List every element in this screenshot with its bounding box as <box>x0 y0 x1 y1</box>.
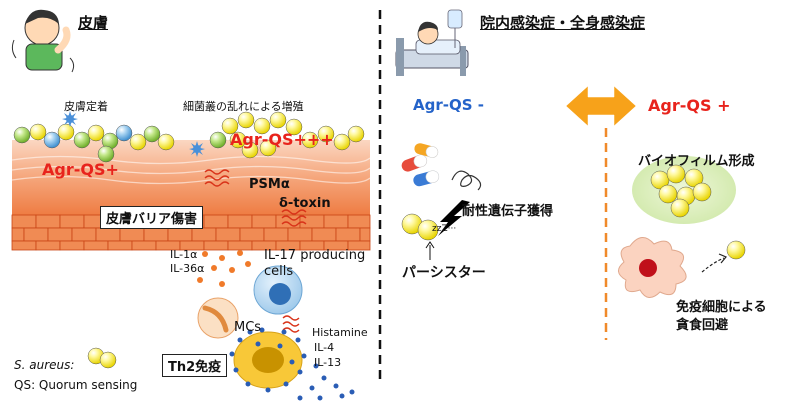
label-persister: パーシスター <box>402 265 486 281</box>
label-il17-cells-1: IL-17 producing <box>264 248 366 263</box>
bacteria-colonization <box>13 111 175 163</box>
label-psm-alpha: PSMα <box>249 177 290 192</box>
label-il1a: IL-1α <box>170 248 198 261</box>
label-biofilm: バイオフィルム形成 <box>638 154 755 169</box>
cytokine-blue-dots <box>229 327 355 401</box>
persister-bacterium <box>401 213 439 241</box>
label-colonization: 皮膚定着 <box>64 100 108 113</box>
th2-cell <box>233 331 303 389</box>
mast-cell <box>197 297 239 339</box>
itchy-person-icon <box>11 9 75 73</box>
black-arrow <box>438 200 470 236</box>
label-il13: IL-13 <box>314 356 342 369</box>
label-il36a: IL-36α <box>170 262 205 275</box>
legend-qs: QS: Quorum sensing <box>14 378 138 392</box>
label-mcs: MCs <box>234 320 262 335</box>
label-agr-qs-plus3: Agr-QS+++ <box>230 130 334 149</box>
label-agr-qs-plus: Agr-QS+ <box>42 160 119 179</box>
label-th2: Th2免疫 <box>162 354 228 377</box>
label-resistance: 耐性遺伝子獲得 <box>462 204 554 219</box>
label-agr-qs-minus: Agr-QS - <box>413 96 484 114</box>
plasmid-icon <box>451 170 482 191</box>
escape-arrow <box>701 257 725 273</box>
antibiotic-pills-icon <box>401 143 440 187</box>
skin-cells <box>11 214 371 251</box>
panel-title-infection: 院内感染症・全身感染症 <box>480 14 646 32</box>
bacteria-overgrowth <box>189 111 365 159</box>
immune-cell-nucleus <box>639 259 657 277</box>
cytokine-dots <box>197 250 251 287</box>
toxin-coils <box>204 169 307 333</box>
label-zzz: zzZ··· <box>432 224 457 234</box>
escaping-bacterium <box>726 240 746 260</box>
label-immune-1: 免疫細胞による <box>676 300 767 315</box>
legend-s-aureus: S. aureus: <box>14 358 75 372</box>
label-delta-toxin: δ-toxin <box>279 196 331 211</box>
hospital-patient-icon <box>395 9 469 76</box>
double-arrow <box>565 85 637 127</box>
label-agr-qs-plus-right: Agr-QS + <box>648 96 731 115</box>
biofilm-bacteria <box>650 164 712 218</box>
label-histamine: Histamine <box>312 326 368 339</box>
panel-title-skin: 皮膚 <box>78 14 109 32</box>
label-il4: IL-4 <box>314 341 335 354</box>
label-barrier-damage: 皮膚バリア傷害 <box>100 206 204 229</box>
s-aureus-legend-icon <box>87 347 117 369</box>
il17-cell <box>253 265 303 315</box>
label-dysbiosis: 細菌叢の乱れによる増殖 <box>183 100 304 113</box>
label-il17-cells-2: cells <box>264 264 294 279</box>
label-immune-2: 貪食回避 <box>676 318 729 333</box>
